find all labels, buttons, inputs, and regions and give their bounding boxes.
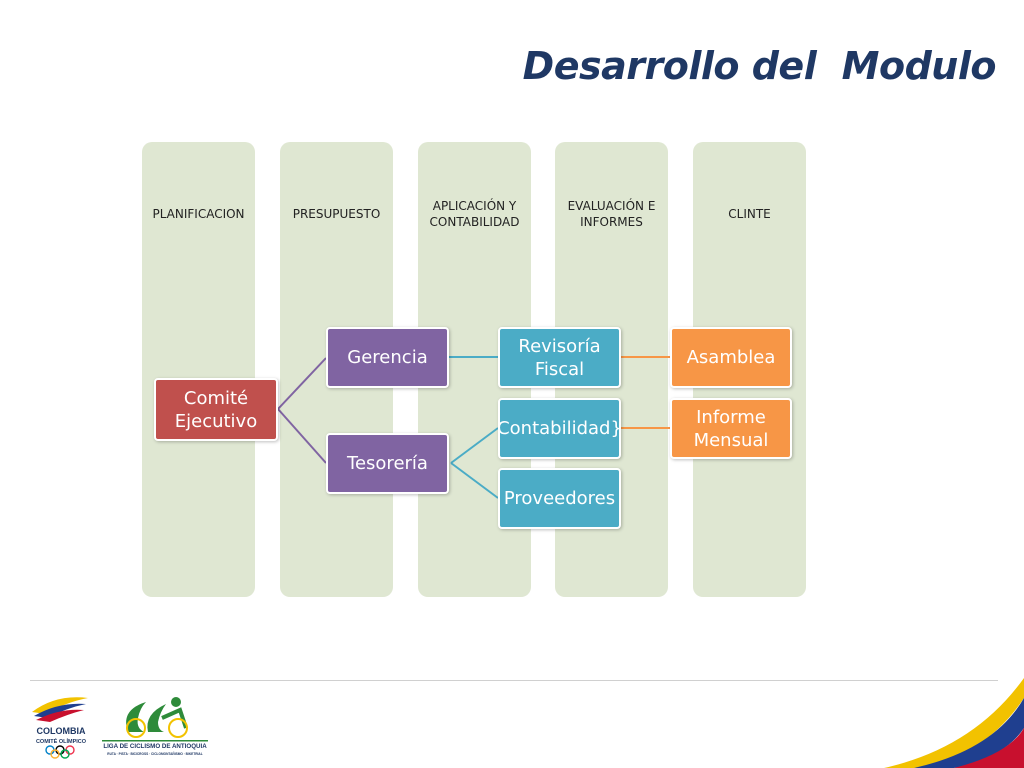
- node-informe-mensual: Informe Mensual: [670, 398, 792, 459]
- node-proveedores: Proveedores: [498, 468, 621, 529]
- node-contabilidad: Contabilidad}: [497, 398, 622, 459]
- slide-title: Desarrollo del Modulo: [522, 44, 997, 88]
- corner-swoosh-decoration: [884, 678, 1024, 768]
- colombia-logo-line2: COMITÉ OLÍMPICO: [36, 737, 87, 745]
- liga-logo-line1: LIGA DE CICLISMO DE ANTIOQUIA: [103, 743, 207, 750]
- footer-divider: [30, 680, 998, 681]
- node-gerencia: Gerencia: [326, 327, 449, 388]
- node-tesoreria: Tesorería: [326, 433, 449, 494]
- logo-underline: [102, 740, 208, 742]
- liga-logo-line2: RUTA · PISTA · BICICROSS · CICLOMONTAÑIS…: [107, 751, 202, 756]
- flag-stripe-yellow: [32, 697, 88, 714]
- lane-label: APLICACIÓN Y CONTABILIDAD: [429, 199, 520, 229]
- lane-label: PLANIFICACION: [152, 207, 245, 221]
- connector-tesoreria-contabilidad: [450, 427, 499, 464]
- liga-ciclismo-logo: LIGA DE CICLISMO DE ANTIOQUIA RUTA · PIS…: [102, 697, 208, 756]
- connector-tesoreria-proveedores: [450, 462, 499, 499]
- olympic-rings-icon: [45, 745, 75, 759]
- connector-comite-tesoreria: [277, 408, 327, 464]
- node-comite-ejecutivo: Comité Ejecutivo: [154, 378, 278, 441]
- node-asamblea: Asamblea: [670, 327, 792, 388]
- flag-stripe-red: [36, 709, 84, 722]
- node-revisoria-fiscal: Revisoría Fiscal: [498, 327, 621, 388]
- lane-planificacion: PLANIFICACION: [142, 142, 255, 597]
- colombia-olympic-logo: COLOMBIA COMITÉ OLÍMPICO: [32, 697, 88, 759]
- lane-label: CLINTE: [728, 207, 771, 221]
- connector-comite-gerencia: [277, 357, 327, 410]
- flag-stripe-blue: [34, 703, 86, 718]
- colombia-logo-line1: COLOMBIA: [37, 726, 86, 736]
- lane-label: PRESUPUESTO: [292, 207, 381, 221]
- cyclist-icon: [126, 697, 188, 738]
- lane-label: EVALUACIÓN E INFORMES: [567, 199, 656, 229]
